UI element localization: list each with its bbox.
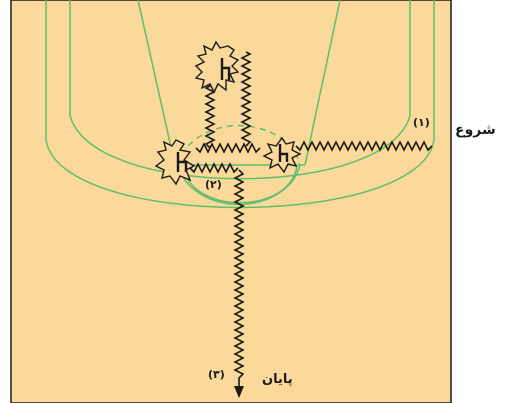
player-left-icon	[176, 152, 188, 172]
step-1-label: (۱)	[413, 116, 430, 129]
path-3	[233, 169, 245, 388]
path-right-to-top	[240, 51, 252, 147]
step-2-label: (۲)	[205, 178, 222, 191]
lane-line-left	[137, 0, 176, 166]
arrow-down-icon	[234, 386, 244, 398]
cone-marker-left-icon	[154, 139, 196, 186]
player-right-icon	[278, 144, 289, 162]
outer-arc	[69, 0, 411, 180]
path-2	[189, 162, 239, 174]
cone-marker-top-icon	[194, 40, 240, 94]
start-label: شروع	[455, 122, 496, 138]
path-horizontal	[195, 142, 261, 154]
lane-line-right	[304, 0, 341, 166]
free-throw-circle-bottom-arc	[182, 165, 298, 204]
step-3-label: (۳)	[208, 368, 225, 381]
finish-label: پایان	[262, 372, 293, 387]
player-top-icon	[220, 58, 231, 80]
player-symbols	[176, 58, 289, 172]
path-1	[295, 140, 433, 152]
